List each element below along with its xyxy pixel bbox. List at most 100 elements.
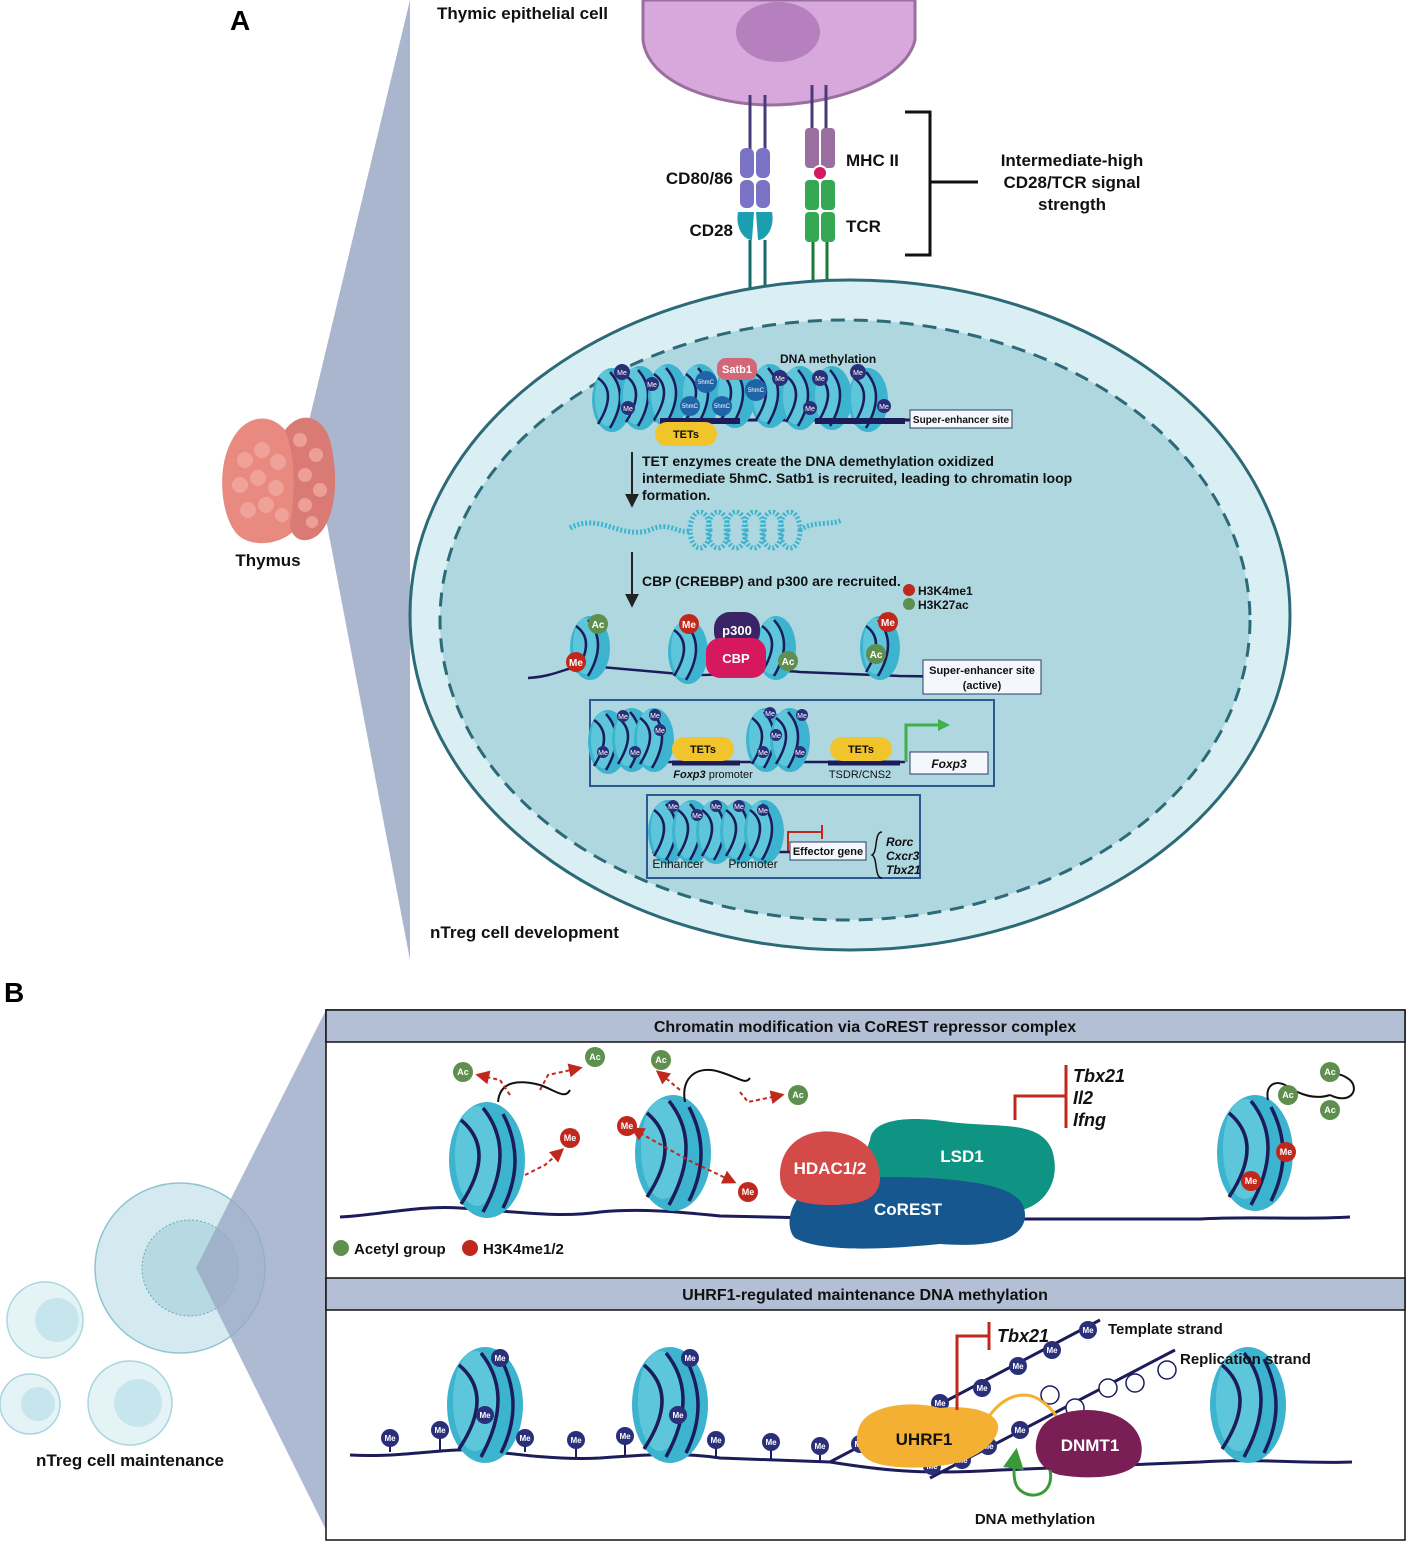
gene-tbx21: Tbx21 xyxy=(886,863,921,877)
corest-gene-il2: Il2 xyxy=(1073,1088,1093,1108)
svg-text:Me: Me xyxy=(976,1384,988,1393)
tcr-label: TCR xyxy=(846,217,881,236)
svg-text:5hmC: 5hmC xyxy=(714,404,731,410)
me-mark-label: Me xyxy=(881,618,895,629)
thymic-epithelial-cell-label: Thymic epithelial cell xyxy=(437,4,608,23)
satb1-label: Satb1 xyxy=(722,364,752,376)
legend-acetyl-dot xyxy=(333,1240,349,1256)
svg-text:Me: Me xyxy=(564,1133,577,1143)
ac-mark-label: Ac xyxy=(592,620,605,631)
me-mark xyxy=(679,614,699,634)
ac-mark xyxy=(866,644,886,664)
svg-text:Me: Me xyxy=(1012,1362,1024,1371)
svg-text:Me: Me xyxy=(684,1354,696,1363)
svg-text:Me: Me xyxy=(598,750,608,757)
svg-text:Me: Me xyxy=(630,750,640,757)
svg-text:Me: Me xyxy=(758,808,768,815)
effector-box xyxy=(646,794,921,879)
svg-text:Me: Me xyxy=(711,804,721,811)
ac-mark xyxy=(778,651,798,671)
foxp3-gene-label: Foxp3 xyxy=(931,757,967,771)
svg-text:Me: Me xyxy=(758,750,768,757)
svg-text:Me: Me xyxy=(434,1426,446,1435)
tets-enzyme-2 xyxy=(672,737,734,761)
svg-text:Me: Me xyxy=(1014,1426,1026,1435)
dna-methylation-arrow xyxy=(1003,1447,1053,1497)
legend-h3k4me1: H3K4me1 xyxy=(918,584,973,598)
svg-text:Me: Me xyxy=(519,1434,531,1443)
chromatin-loop xyxy=(568,509,844,551)
me-mark-label: Me xyxy=(682,620,696,631)
svg-text:Me: Me xyxy=(765,1438,777,1447)
svg-text:Ac: Ac xyxy=(1324,1105,1336,1115)
dna-methylation-label: DNA methylation xyxy=(780,352,876,366)
enhancer-label: Enhancer xyxy=(652,857,703,871)
histone-tail xyxy=(1266,1082,1331,1101)
step1-text-line3: formation. xyxy=(642,487,710,503)
svg-text:Me: Me xyxy=(814,1442,826,1451)
cd28-receptor xyxy=(737,212,773,290)
cd80-86-receptor xyxy=(740,95,770,208)
corest-label: CoREST xyxy=(874,1200,943,1219)
svg-text:Ac: Ac xyxy=(1324,1067,1336,1077)
transcription-arrowhead xyxy=(938,719,950,731)
super-enhancer-active-box xyxy=(922,659,1042,695)
corest-gene-ifng: Ifng xyxy=(1073,1110,1106,1130)
ac-mark-label: Ac xyxy=(870,650,883,661)
foxp3-gene-box xyxy=(909,751,989,775)
svg-text:Me: Me xyxy=(623,406,633,413)
mhc-ii-label: MHC II xyxy=(846,151,899,170)
svg-text:Me: Me xyxy=(1046,1346,1058,1355)
svg-text:Me: Me xyxy=(650,713,660,720)
svg-text:Me: Me xyxy=(668,804,678,811)
uhrf1-gene-tbx21: Tbx21 xyxy=(997,1326,1049,1346)
svg-text:Me: Me xyxy=(647,382,657,389)
uhrf1-label: UHRF1 xyxy=(896,1430,953,1449)
corest-header xyxy=(325,1009,1406,1043)
step2-text: CBP (CREBBP) and p300 are recruited. xyxy=(642,573,901,589)
methyl-markers-row-4: Me Me Me Me Me xyxy=(667,800,769,821)
svg-text:Ac: Ac xyxy=(1282,1090,1294,1100)
dna-methylation-label-b: DNA methylation xyxy=(975,1511,1095,1528)
5hmc-markers: 5hmC 5hmC 5hmC 5hmC xyxy=(680,371,767,416)
tets-enzyme-3 xyxy=(830,737,892,761)
super-enhancer-active-line1: Super-enhancer site xyxy=(929,665,1035,677)
svg-text:Me: Me xyxy=(619,1432,631,1441)
svg-text:Me: Me xyxy=(1245,1176,1258,1186)
zoom-cone-a xyxy=(308,0,410,960)
mhc-ii-receptor xyxy=(805,85,835,181)
svg-text:Me: Me xyxy=(655,728,665,735)
corest-repression-line xyxy=(1013,1094,1065,1120)
legend-h3k4: H3K4me1/2 xyxy=(483,1241,564,1258)
svg-text:Me: Me xyxy=(384,1434,396,1443)
svg-text:Me: Me xyxy=(805,406,815,413)
svg-text:Me: Me xyxy=(494,1354,506,1363)
methyl-markers-row-1: Me Me Me Me Me Me Me Me xyxy=(614,364,891,415)
corest-me-marks: Me Me Me Me Me xyxy=(560,1116,1296,1202)
replication-strand-label: Replication strand xyxy=(1180,1351,1311,1368)
me-mark-label: Me xyxy=(569,658,583,669)
p300-label: p300 xyxy=(722,623,752,638)
svg-text:Ac: Ac xyxy=(457,1067,469,1077)
thymus-label: Thymus xyxy=(235,551,300,570)
removal-arrows xyxy=(475,1063,785,1184)
svg-text:Me: Me xyxy=(797,713,807,720)
super-enhancer-active-line2: (active) xyxy=(963,680,1002,692)
dna-strand-5 xyxy=(339,1205,1351,1221)
transcription-arrow xyxy=(904,723,940,762)
nucleosome-corest-1 xyxy=(447,1100,527,1220)
uhrf1-protein xyxy=(856,1404,999,1468)
signal-strength-line1: Intermediate-high xyxy=(1001,151,1144,170)
svg-text:Me: Me xyxy=(617,370,627,377)
svg-text:Me: Me xyxy=(570,1436,582,1445)
cbp-label: CBP xyxy=(722,651,750,666)
svg-text:Me: Me xyxy=(710,1436,722,1445)
svg-text:Me: Me xyxy=(618,714,628,721)
dnmt1-label: DNMT1 xyxy=(1061,1436,1120,1455)
tsdr-cns2-label: TSDR/CNS2 xyxy=(829,769,891,781)
tets-label-3: TETs xyxy=(848,744,874,756)
satb1-protein xyxy=(717,358,757,380)
lsd1-label: LSD1 xyxy=(940,1147,983,1166)
svg-text:5hmC: 5hmC xyxy=(682,404,699,410)
